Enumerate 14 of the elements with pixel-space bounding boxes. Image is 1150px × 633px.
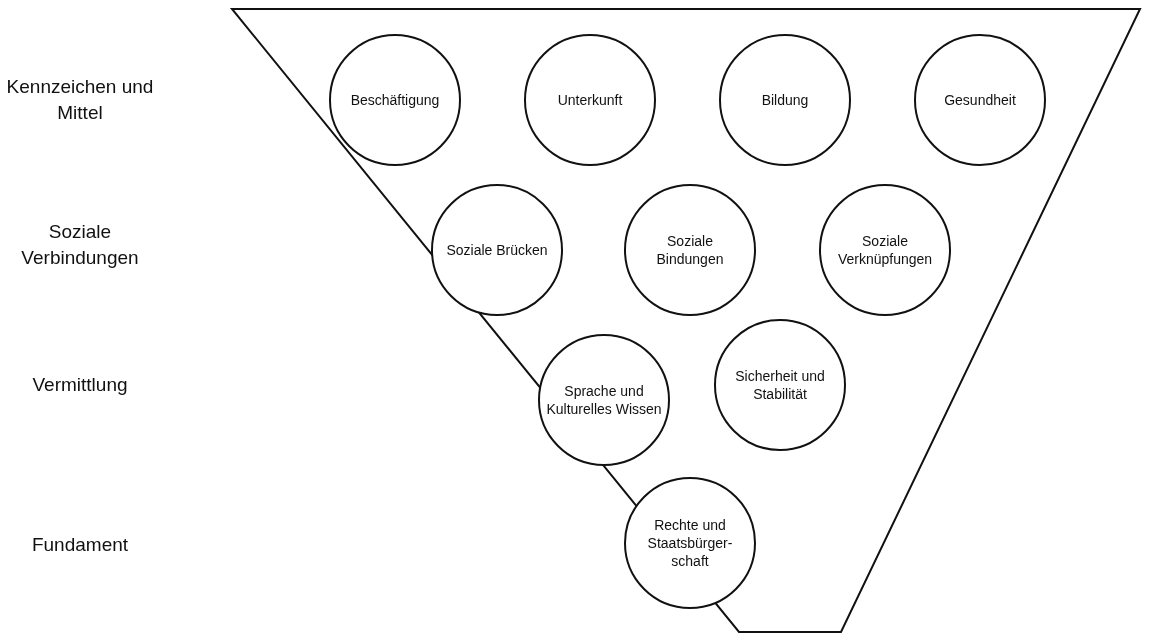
category-circle: Unterkunft [524,34,656,166]
category-circle: Gesundheit [914,34,1046,166]
level-label: Vermittlung [31,373,129,398]
level-label: Soziale Verbindungen [20,220,140,270]
category-circle: Soziale Verknüpfungen [819,184,951,316]
level-label: Kennzeichen und Mittel [5,75,155,125]
category-circle: Soziale Bindungen [624,184,756,316]
category-circle: Soziale Brücken [431,184,563,316]
level-label: Fundament [30,533,130,558]
category-circle: Bildung [719,34,851,166]
category-circle: Sicherheit und Stabilität [714,319,846,451]
category-circle: Rechte und Staatsbürger-schaft [624,477,756,609]
category-circle: Beschäftigung [329,34,461,166]
category-circle: Sprache und Kulturelles Wissen [538,334,670,466]
